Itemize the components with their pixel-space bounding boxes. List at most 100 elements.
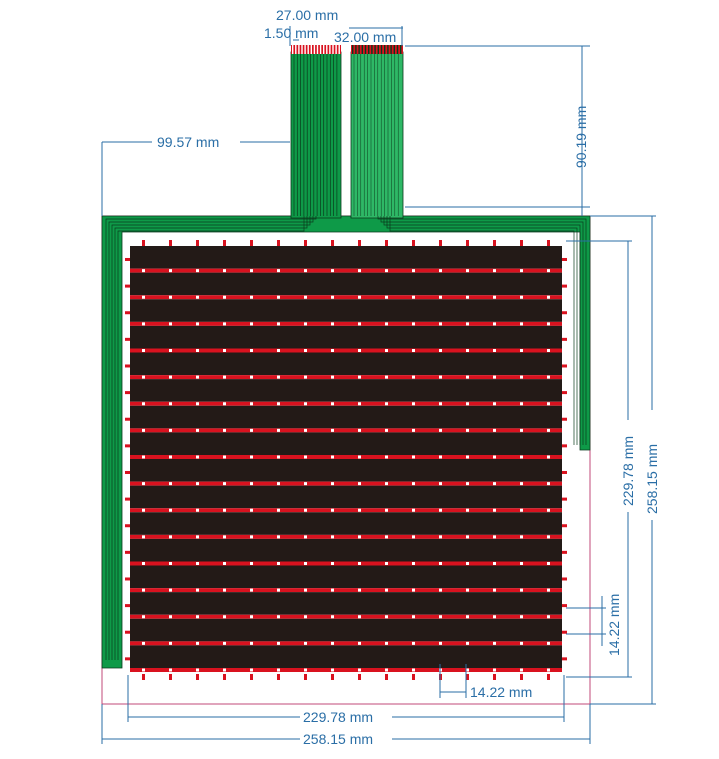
column-node [277, 269, 280, 273]
column-node [547, 668, 550, 672]
column-node [493, 322, 496, 326]
column-node [466, 535, 469, 539]
column-pad-bottom [331, 674, 334, 680]
column-node [493, 402, 496, 406]
column-node [223, 269, 226, 273]
column-node [412, 295, 415, 299]
column-node [493, 562, 496, 565]
column-node [520, 508, 523, 512]
column-node [466, 349, 469, 352]
column-node [412, 482, 415, 486]
connector-pin [332, 45, 334, 54]
connector-pin [316, 45, 319, 54]
column-node [169, 269, 172, 273]
electrode-row [130, 512, 562, 535]
connector-pin [377, 45, 379, 54]
electrode-row [130, 325, 562, 349]
column-node [277, 455, 280, 459]
column-node [385, 668, 388, 672]
column-node [169, 295, 172, 299]
column-node [169, 375, 172, 379]
column-node [439, 455, 442, 459]
column-node [358, 668, 361, 672]
column-node [277, 295, 280, 299]
column-node [142, 641, 145, 645]
column-node [520, 295, 523, 299]
column-node [547, 295, 550, 299]
column-node [223, 428, 226, 432]
column-node [331, 482, 334, 486]
column-node [439, 322, 442, 326]
column-node [412, 349, 415, 352]
dimension-lines [101, 26, 656, 744]
column-node [520, 668, 523, 672]
connector-pin [292, 45, 294, 54]
column-node [250, 562, 253, 565]
column-node [466, 508, 469, 512]
column-node [196, 535, 199, 539]
column-pad-bottom [547, 674, 550, 680]
column-pad-bottom [277, 674, 280, 680]
column-node [331, 428, 334, 432]
electrode-row [130, 379, 562, 402]
column-node [493, 615, 496, 619]
electrode-row [130, 459, 562, 482]
row-pad-left [125, 524, 130, 528]
column-node [520, 375, 523, 379]
column-node [358, 428, 361, 432]
column-node [196, 615, 199, 619]
column-node [196, 322, 199, 326]
row-pad-right [562, 284, 567, 288]
column-node [196, 508, 199, 512]
column-node [169, 615, 172, 619]
column-node [493, 641, 496, 645]
column-node [385, 508, 388, 512]
column-node [385, 295, 388, 299]
column-node [169, 668, 172, 672]
column-node [196, 562, 199, 565]
column-node [358, 455, 361, 459]
column-node [196, 295, 199, 299]
column-pad-bottom [493, 674, 496, 680]
column-node [439, 375, 442, 379]
column-node [142, 615, 145, 619]
electrode-row [130, 432, 562, 455]
column-node [439, 349, 442, 352]
column-node [385, 349, 388, 352]
connector-pin [358, 45, 360, 54]
column-node [520, 428, 523, 432]
column-node [547, 508, 550, 512]
frame-trace [105, 216, 317, 660]
column-node [385, 535, 388, 539]
column-node [142, 375, 145, 379]
row-pad-right [562, 630, 567, 634]
row-pad-left [125, 604, 130, 608]
column-node [466, 428, 469, 432]
column-node [439, 269, 442, 273]
connector-pin [396, 45, 399, 54]
column-node [493, 482, 496, 486]
row-pad-left [125, 337, 130, 341]
row-pad-right [562, 577, 567, 581]
connector-left [291, 45, 341, 54]
column-node [169, 428, 172, 432]
column-node [223, 668, 226, 672]
dim-tail-width: 27.00 mm [276, 7, 338, 23]
column-node [385, 455, 388, 459]
column-node [385, 482, 388, 486]
column-pad-top [520, 240, 523, 246]
electrode-row-strip [130, 375, 562, 380]
column-node [547, 562, 550, 565]
column-node [304, 508, 307, 512]
column-node [358, 375, 361, 379]
column-node [223, 615, 226, 619]
connector-pin [390, 45, 392, 54]
column-node [358, 535, 361, 539]
column-node [250, 295, 253, 299]
frame-inner-edge [124, 234, 578, 236]
column-node [277, 482, 280, 486]
column-pad-bottom [385, 674, 388, 680]
row-pad-right [562, 604, 567, 608]
column-node [358, 562, 361, 565]
